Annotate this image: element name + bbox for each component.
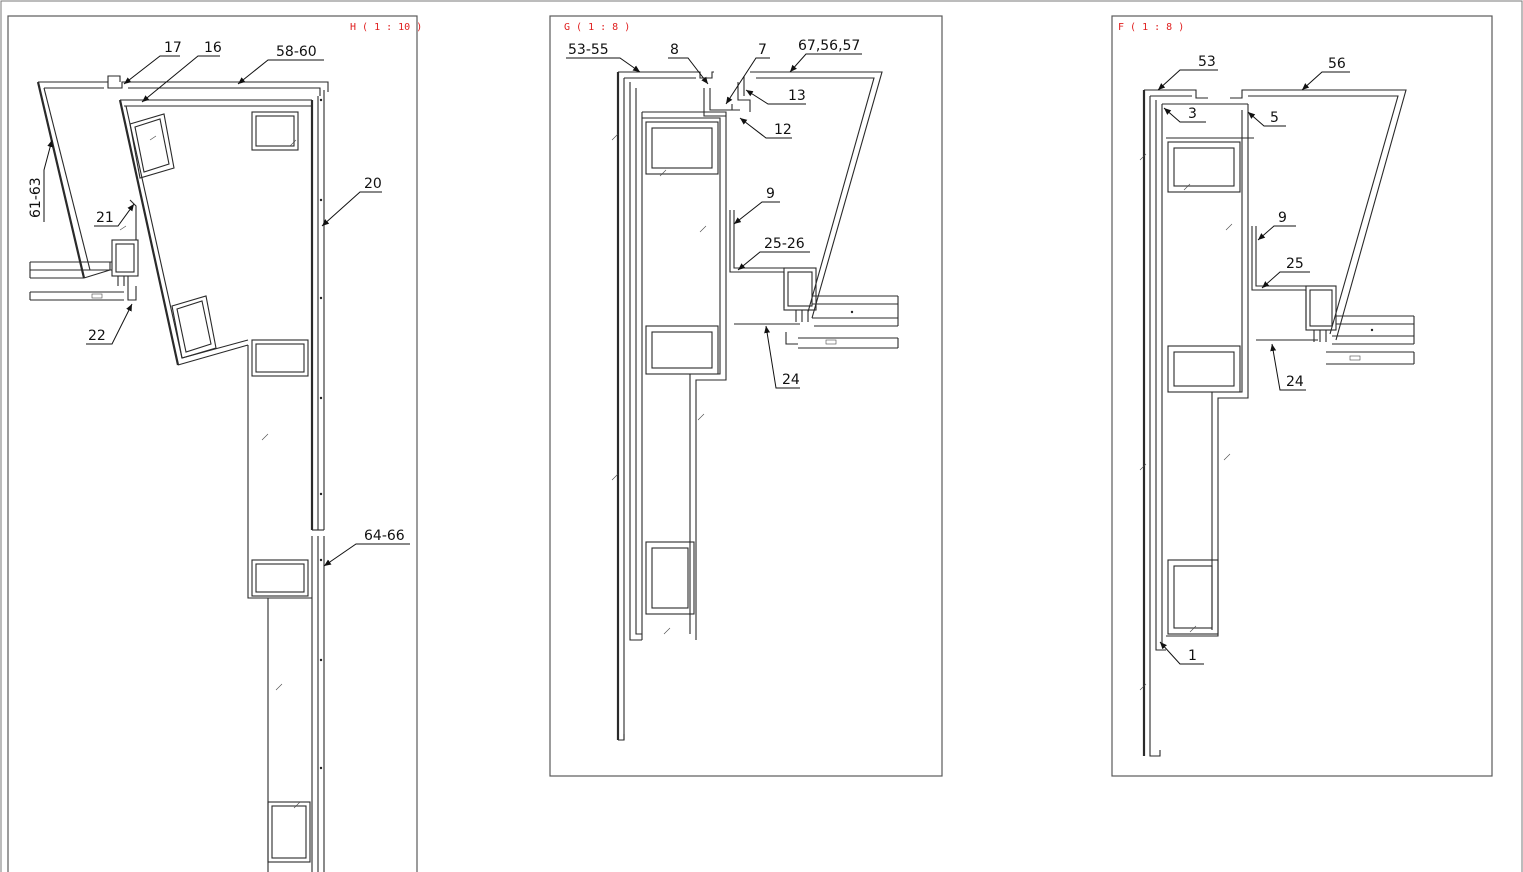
label-22: 22 bbox=[88, 328, 106, 344]
label-64-66: 64-66 bbox=[364, 528, 405, 544]
view-g-frame bbox=[549, 15, 943, 777]
label-12: 12 bbox=[774, 122, 792, 138]
label-24-f: 24 bbox=[1286, 374, 1304, 390]
label-61-63: 61-63 bbox=[28, 177, 44, 218]
view-g: G ( 1 : 8 ) bbox=[549, 15, 943, 777]
view-g-title: G ( 1 : 8 ) bbox=[564, 22, 630, 33]
label-13: 13 bbox=[788, 88, 806, 104]
label-56: 56 bbox=[1328, 56, 1346, 72]
label-25-26: 25-26 bbox=[764, 236, 805, 252]
label-24: 24 bbox=[782, 372, 800, 388]
view-h: H ( 1 : 10 ) bbox=[7, 15, 422, 872]
label-3: 3 bbox=[1188, 106, 1197, 122]
label-25-f: 25 bbox=[1286, 256, 1304, 272]
label-58-60: 58-60 bbox=[276, 44, 317, 60]
label-17: 17 bbox=[164, 40, 182, 56]
view-h-frame bbox=[7, 15, 418, 872]
view-h-title: H ( 1 : 10 ) bbox=[350, 22, 422, 33]
label-21: 21 bbox=[96, 210, 114, 226]
label-1: 1 bbox=[1188, 648, 1197, 664]
label-16: 16 bbox=[204, 40, 222, 56]
label-20: 20 bbox=[364, 176, 382, 192]
label-9-f: 9 bbox=[1278, 210, 1287, 226]
label-7: 7 bbox=[758, 42, 767, 58]
view-f-frame bbox=[1111, 15, 1493, 777]
label-53: 53 bbox=[1198, 54, 1216, 70]
label-53-55: 53-55 bbox=[568, 42, 609, 58]
view-f-title: F ( 1 : 8 ) bbox=[1118, 22, 1184, 33]
label-8: 8 bbox=[670, 42, 679, 58]
label-5: 5 bbox=[1270, 110, 1279, 126]
view-f: F ( 1 : 8 ) 53 bbox=[1111, 15, 1493, 777]
label-67-56-57: 67,56,57 bbox=[798, 38, 860, 54]
label-9: 9 bbox=[766, 186, 775, 202]
